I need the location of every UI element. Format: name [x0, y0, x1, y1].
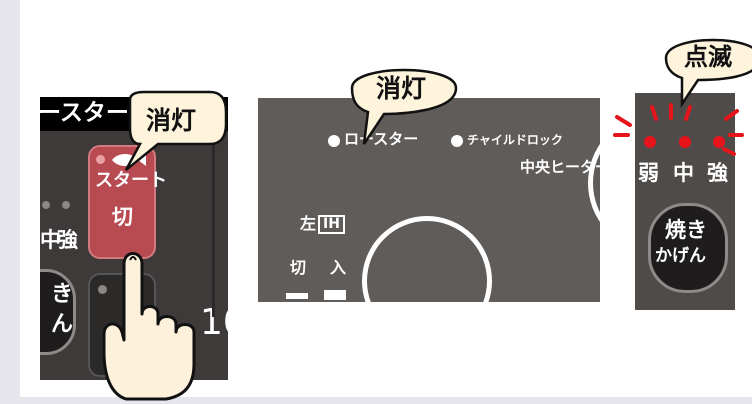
blink-rays-icon — [613, 103, 744, 156]
child-lock-indicator-label: チャイルドロック — [467, 133, 563, 147]
medium-label: 中 — [673, 161, 694, 185]
speech-bubble-off-middle — [350, 68, 458, 145]
center-heater-label: 中央ヒーター — [520, 158, 600, 176]
blink-bubble-text: 点滅 — [684, 43, 732, 71]
roaster-header-text: ースター — [40, 100, 129, 126]
off-bubble-text-left: 消灯 — [146, 106, 197, 135]
weak-label: 弱 — [638, 161, 659, 185]
roaster-indicator-light — [328, 135, 340, 147]
yaki-kagen-label-bottom: かげん — [655, 246, 706, 266]
grill-heat-panel: 弱 中 強 焼き かげん — [635, 93, 735, 310]
second-indicator-light — [98, 285, 107, 294]
off-bubble-text-middle: 消灯 — [376, 74, 427, 103]
off-button-label: 切 — [112, 205, 133, 229]
ih-badge: IH — [318, 215, 345, 234]
strong-label: 強 — [707, 161, 728, 185]
yaki-kagen-button[interactable]: 焼き かげん — [648, 203, 728, 293]
left-burner-dial[interactable] — [362, 216, 492, 302]
left-burner-label: 左 — [300, 214, 317, 233]
indicator-light-mid — [42, 201, 50, 209]
weak-indicator-light-blinking — [644, 136, 656, 148]
start-indicator-light — [96, 155, 105, 164]
off-switch-bar — [286, 293, 308, 299]
speech-bubble-blink — [664, 38, 752, 109]
medium-indicator-light-blinking — [679, 136, 691, 148]
heat-strong-label: 強 — [57, 228, 78, 252]
on-switch-label: 入 — [330, 258, 347, 277]
panel-divider — [212, 137, 215, 317]
heat-mid-label: 中 — [40, 228, 61, 252]
speech-bubble-off-left — [124, 90, 228, 171]
off-switch-label: 切 — [290, 258, 307, 277]
yaki-kagen-label-top: 焼き — [665, 218, 707, 242]
hob-control-panel: ロースター チャイルドロック 中央ヒーター 左 IH 切 入 — [258, 98, 600, 302]
strong-indicator-light-blinking — [713, 136, 725, 148]
on-switch-bar — [324, 290, 346, 300]
start-off-button[interactable]: スタート 切 — [88, 145, 167, 259]
indicator-light-strong — [62, 201, 70, 209]
pointing-hand-icon[interactable] — [96, 244, 226, 404]
yaki-button-label-bottom: ん — [51, 312, 74, 337]
yaki-button-label-top: き — [51, 282, 74, 307]
yaki-kagen-button-partial[interactable]: き ん — [40, 269, 76, 355]
child-lock-indicator-light — [451, 135, 463, 147]
start-button-label: スタート — [95, 170, 167, 191]
roaster-indicator-label: ロースター — [344, 130, 419, 148]
fish-icon — [112, 154, 146, 166]
center-burner-dial[interactable] — [588, 118, 600, 248]
